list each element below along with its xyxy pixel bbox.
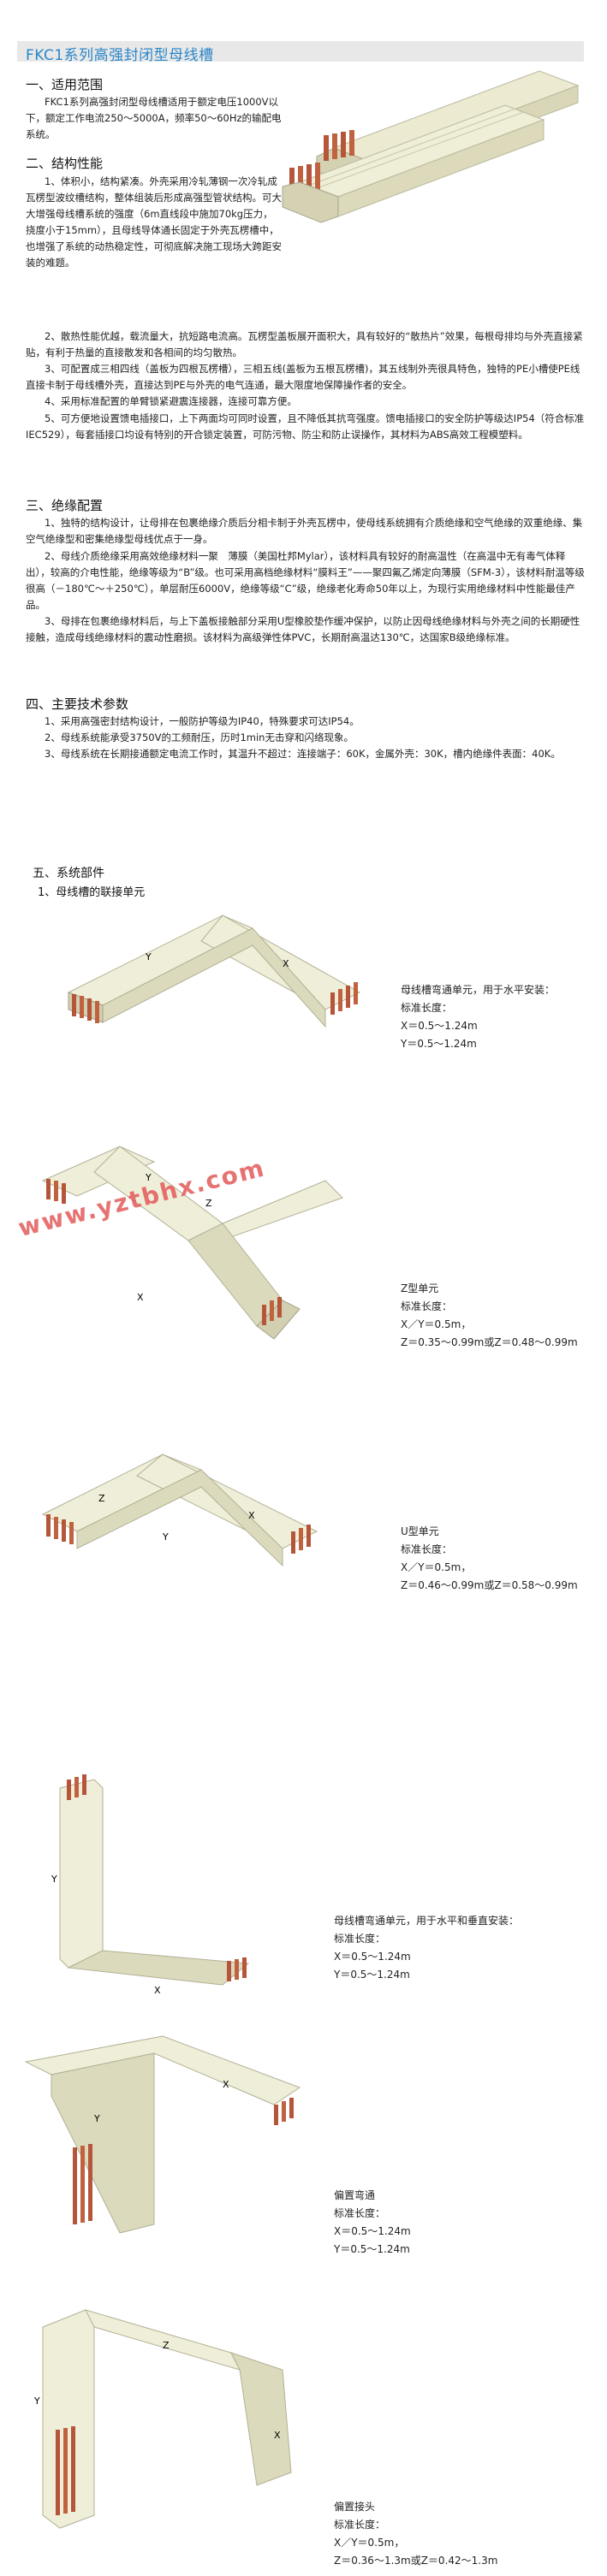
unit-4-x: X＝0.5～1.24m [334, 1951, 411, 1963]
section-4-title: 四、主要技术参数 [26, 696, 129, 712]
section-3-para-1: 1、独特的结构设计，让母排在包裹绝缘介质后分相卡制于外壳瓦楞中，使母线系统拥有介… [26, 517, 583, 545]
unit-3-desc: U型单元 [401, 1525, 439, 1537]
z-unit-image: Y Z X [41, 1146, 343, 1340]
section-3-para-3: 3、母排在包裹绝缘材料后，与上下盖板接触部分采用U型橡胶垫作缓冲保护，以防止因母… [26, 615, 580, 643]
title-bar: FKC1系列高强封闭型母线槽 [17, 41, 584, 64]
unit-6-desc: 偏置接头 [334, 2501, 376, 2513]
elbow-unit-vertical-image: Y X [51, 1774, 250, 1996]
unit-2-caption: Z型单元 标准长度： X／Y＝0.5m， Z＝0.35～0.99m或Z＝0.48… [401, 1280, 578, 1352]
section-2-para-3: 3、可配置成三相四线（盖板为四根瓦楞槽），三相五线(盖板为五根瓦楞槽)，其五线制… [26, 363, 580, 391]
svg-text:Z: Z [98, 1493, 105, 1504]
section-2-para-5: 5、可方便地设置馈电插接口，上下两面均可同时设置，且不降低其抗弯强度。馈电插接口… [26, 412, 585, 441]
unit-5-desc: 偏置弯通 [334, 2189, 376, 2201]
unit-6-std-length: 标准长度： [334, 2519, 386, 2531]
axis-y-label: Y [145, 951, 152, 962]
svg-text:Z: Z [163, 2340, 170, 2351]
unit-5-std-length: 标准长度： [334, 2207, 386, 2219]
offset-elbow-image: Y X [24, 2035, 301, 2234]
svg-text:Y: Y [33, 2395, 40, 2407]
unit-2-z: Z＝0.35～0.99m或Z＝0.48～0.99m [401, 1336, 578, 1348]
unit-5-x: X＝0.5～1.24m [334, 2225, 411, 2237]
unit-2-desc: Z型单元 [401, 1282, 439, 1294]
section-2-para-4: 4、采用标准配置的单臂锁紧避震连接器，连接可靠方便。 [45, 395, 297, 407]
axis-x-label: X [283, 958, 289, 969]
svg-text:X: X [223, 2079, 229, 2090]
section-4-para-3: 3、母线系统在长期接通额定电流工作时，其温升不超过：连接端子：60K，金属外壳：… [45, 748, 561, 760]
unit-1-std-length: 标准长度： [401, 1002, 453, 1014]
unit-4-caption: 母线槽弯通单元，用于水平和垂直安装： 标准长度： X＝0.5～1.24m Y＝0… [334, 1912, 519, 1984]
svg-text:X: X [274, 2430, 281, 2441]
unit-3-caption: U型单元 标准长度： X／Y＝0.5m， Z＝0.46～0.99m或Z＝0.58… [401, 1523, 578, 1595]
unit-5-caption: 偏置弯通 标准长度： X＝0.5～1.24m Y＝0.5～1.24m [334, 2187, 411, 2259]
section-4-para-2: 2、母线系统能承受3750V的工频耐压，历时1min无击穿和闪络现象。 [45, 731, 354, 743]
u-unit-image: Z Y X [41, 1454, 318, 1567]
svg-text:Y: Y [51, 1874, 57, 1885]
unit-6-caption: 偏置接头 标准长度： X／Y＝0.5m， Z＝0.36～1.3m或Z＝0.42～… [334, 2498, 497, 2570]
busbar-product-image [282, 70, 580, 223]
unit-3-xy: X／Y＝0.5m， [401, 1561, 472, 1573]
svg-text:X: X [248, 1510, 255, 1521]
unit-6-z: Z＝0.36～1.3m或Z＝0.42～1.3m [334, 2555, 498, 2567]
elbow-unit-horizontal-image: Y X [67, 915, 361, 1028]
unit-3-z: Z＝0.46～0.99m或Z＝0.58～0.99m [401, 1579, 578, 1591]
section-3-title: 三、绝缘配置 [26, 498, 104, 513]
section-1-title: 一、适用范围 [26, 77, 104, 92]
section-3-para-2: 2、母线介质绝缘采用高效绝缘材料一聚 薄膜（美国杜邦Mylar），该材料具有较好… [26, 550, 585, 611]
unit-1-x: X＝0.5～1.24m [401, 1020, 478, 1032]
unit-4-std-length: 标准长度： [334, 1933, 386, 1945]
section-2-para-2: 2、散热性能优越，载流量大，抗短路电流高。瓦楞型盖板展开面积大，具有较好的“散热… [26, 330, 583, 358]
svg-text:X: X [154, 1985, 161, 1996]
svg-text:Y: Y [162, 1531, 169, 1543]
unit-2-std-length: 标准长度： [401, 1300, 453, 1312]
svg-text:X: X [137, 1292, 144, 1303]
section-1-text: FKC1系列高强封闭型母线槽适用于额定电压1000V以下，额定工作电流250～5… [26, 96, 282, 140]
unit-5-y: Y＝0.5～1.24m [334, 2243, 410, 2255]
unit-1-desc: 母线槽弯通单元，用于水平安装： [401, 984, 556, 996]
unit-4-y: Y＝0.5～1.24m [334, 1969, 410, 1981]
unit-2-xy: X／Y＝0.5m， [401, 1318, 472, 1330]
section-4-para-1: 1、采用高强密封结构设计，一般防护等级为IP40，特殊要求可达IP54。 [45, 715, 360, 727]
unit-6-xy: X／Y＝0.5m， [334, 2537, 405, 2549]
svg-text:Y: Y [145, 1172, 152, 1183]
offset-joint-image: Y Z X [33, 2309, 292, 2529]
unit-1-y: Y＝0.5～1.24m [401, 1038, 477, 1050]
section-5-title: 五、系统部件 [33, 867, 104, 880]
unit-1-caption: 母线槽弯通单元，用于水平安装： 标准长度： X＝0.5～1.24m Y＝0.5～… [401, 981, 555, 1053]
section-2-para-1: 1、体积小，结构紧凑。外壳采用冷轧薄钢一次冷轧成瓦楞型波纹槽结构，整体组装后形成… [26, 175, 282, 269]
svg-text:Y: Y [93, 2113, 100, 2124]
page-title: FKC1系列高强封闭型母线槽 [26, 47, 214, 64]
unit-3-std-length: 标准长度： [401, 1543, 453, 1555]
unit-4-desc: 母线槽弯通单元，用于水平和垂直安装： [334, 1915, 520, 1927]
section-2-title: 二、结构性能 [26, 156, 104, 171]
section-5-subtitle: 1、母线槽的联接单元 [38, 886, 146, 899]
svg-text:Z: Z [205, 1198, 212, 1209]
